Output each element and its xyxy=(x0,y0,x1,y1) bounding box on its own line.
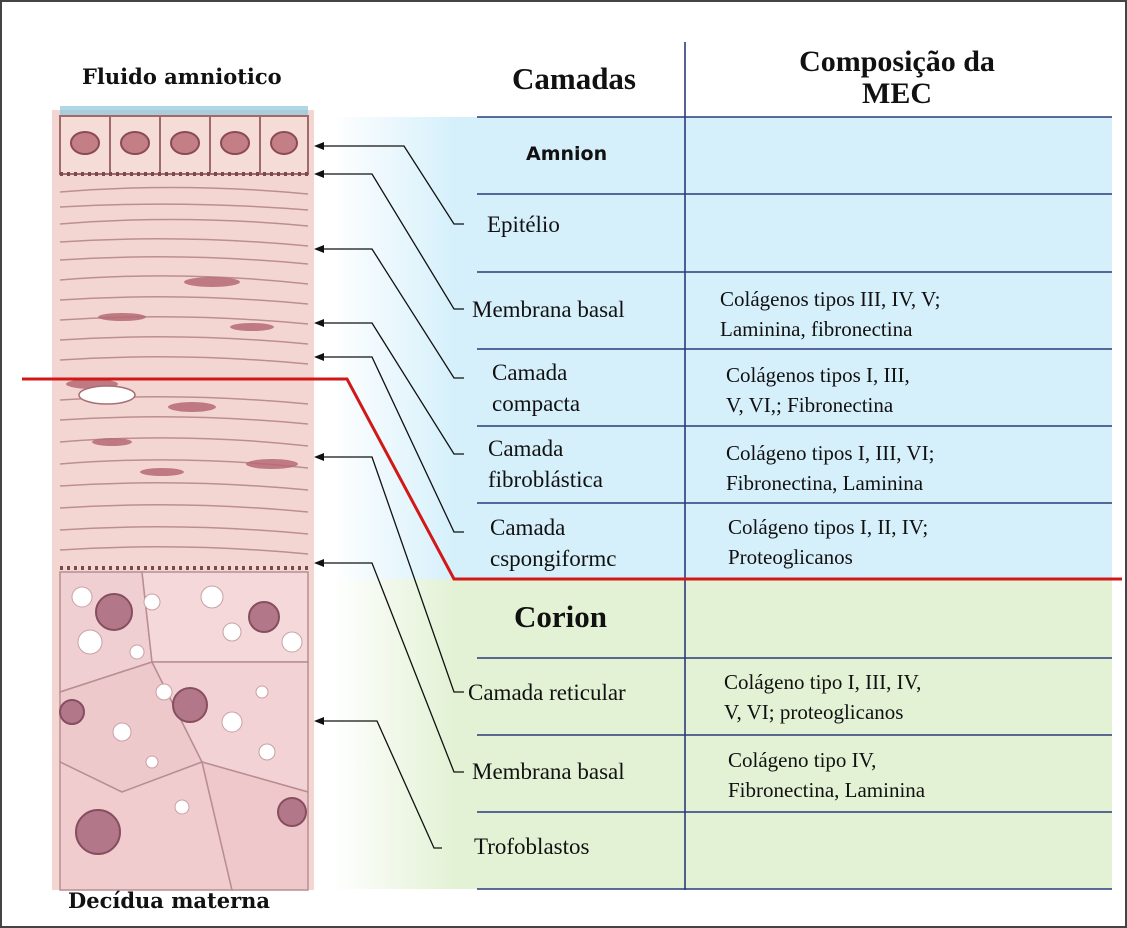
layer-label-membrana-basal-corion: Membrana basal xyxy=(472,756,625,787)
amniotic-fluid-edge xyxy=(60,106,308,116)
layer-label-camada-fibroblastica: Camada fibroblástica xyxy=(488,433,603,495)
layer-label-trofoblastos: Trofoblastos xyxy=(474,831,589,862)
composition-line: V, VI,; Fibronectina xyxy=(726,390,910,420)
corion-section-title: Corion xyxy=(514,599,607,635)
maternal-decidua-label: Decídua materna xyxy=(68,888,270,913)
composition-membrana-basal-corion: Colágeno tipo IV, Fibronectina, Laminina xyxy=(728,745,925,805)
composition-line: Laminina, fibronectina xyxy=(720,314,941,344)
composition-line: Colágeno tipo I, III, IV, xyxy=(724,667,921,697)
composition-camada-fibroblastica: Colágeno tipos I, III, VI; Fibronectina,… xyxy=(726,438,934,498)
composition-camada-reticular: Colágeno tipo I, III, IV, V, VI; proteog… xyxy=(724,667,921,727)
layer-label-camada-esponjosa: Camada cspongiformc xyxy=(490,512,616,574)
composition-membrana-basal-amnion: Colágenos tipos III, IV, V; Laminina, fi… xyxy=(720,284,941,344)
layer-label-membrana-basal-amnion: Membrana basal xyxy=(472,294,625,325)
trophoblast-cells xyxy=(60,572,308,890)
composition-line: Colágeno tipo IV, xyxy=(728,745,925,775)
composition-line: Colágeno tipos I, II, IV; xyxy=(728,512,928,542)
ecm-column-header: Composição da MEC xyxy=(702,46,1092,110)
composition-line: Colágeno tipos I, III, VI; xyxy=(726,438,934,468)
epithelial-cells xyxy=(60,116,308,174)
leader-lines xyxy=(320,146,464,848)
layer-label-line: Camada xyxy=(492,357,580,388)
composition-line: V, VI; proteoglicanos xyxy=(724,697,921,727)
composition-line: Colágenos tipos III, IV, V; xyxy=(720,284,941,314)
layers-column-header: Camadas xyxy=(484,60,664,98)
layer-label-line: Camada xyxy=(490,512,616,543)
layer-label-line: Camada xyxy=(488,433,603,464)
composition-camada-compacta: Colágenos tipos I, III, V, VI,; Fibronec… xyxy=(726,360,910,420)
layer-label-camada-compacta: Camada compacta xyxy=(492,357,580,419)
composition-camada-esponjosa: Colágeno tipos I, II, IV; Proteoglicanos xyxy=(728,512,928,572)
amniotic-fluid-label: Fluido amniotico xyxy=(82,64,282,89)
layer-label-line: compacta xyxy=(492,388,580,419)
spongy-gap xyxy=(79,386,135,404)
ecm-header-line1: Composição da xyxy=(702,46,1092,78)
layer-label-line: cspongiformc xyxy=(490,543,616,574)
composition-line: Proteoglicanos xyxy=(728,542,928,572)
composition-line: Fibronectina, Laminina xyxy=(726,468,934,498)
layer-label-line: fibroblástica xyxy=(488,464,603,495)
composition-line: Colágenos tipos I, III, xyxy=(726,360,910,390)
layer-label-camada-reticular: Camada reticular xyxy=(468,677,626,708)
composition-line: Fibronectina, Laminina xyxy=(728,775,925,805)
arrowheads xyxy=(314,142,324,725)
ecm-header-line2: MEC xyxy=(702,78,1092,110)
amnion-section-title: Amnion xyxy=(526,143,607,165)
layer-label-epitelio: Epitélio xyxy=(487,209,560,240)
